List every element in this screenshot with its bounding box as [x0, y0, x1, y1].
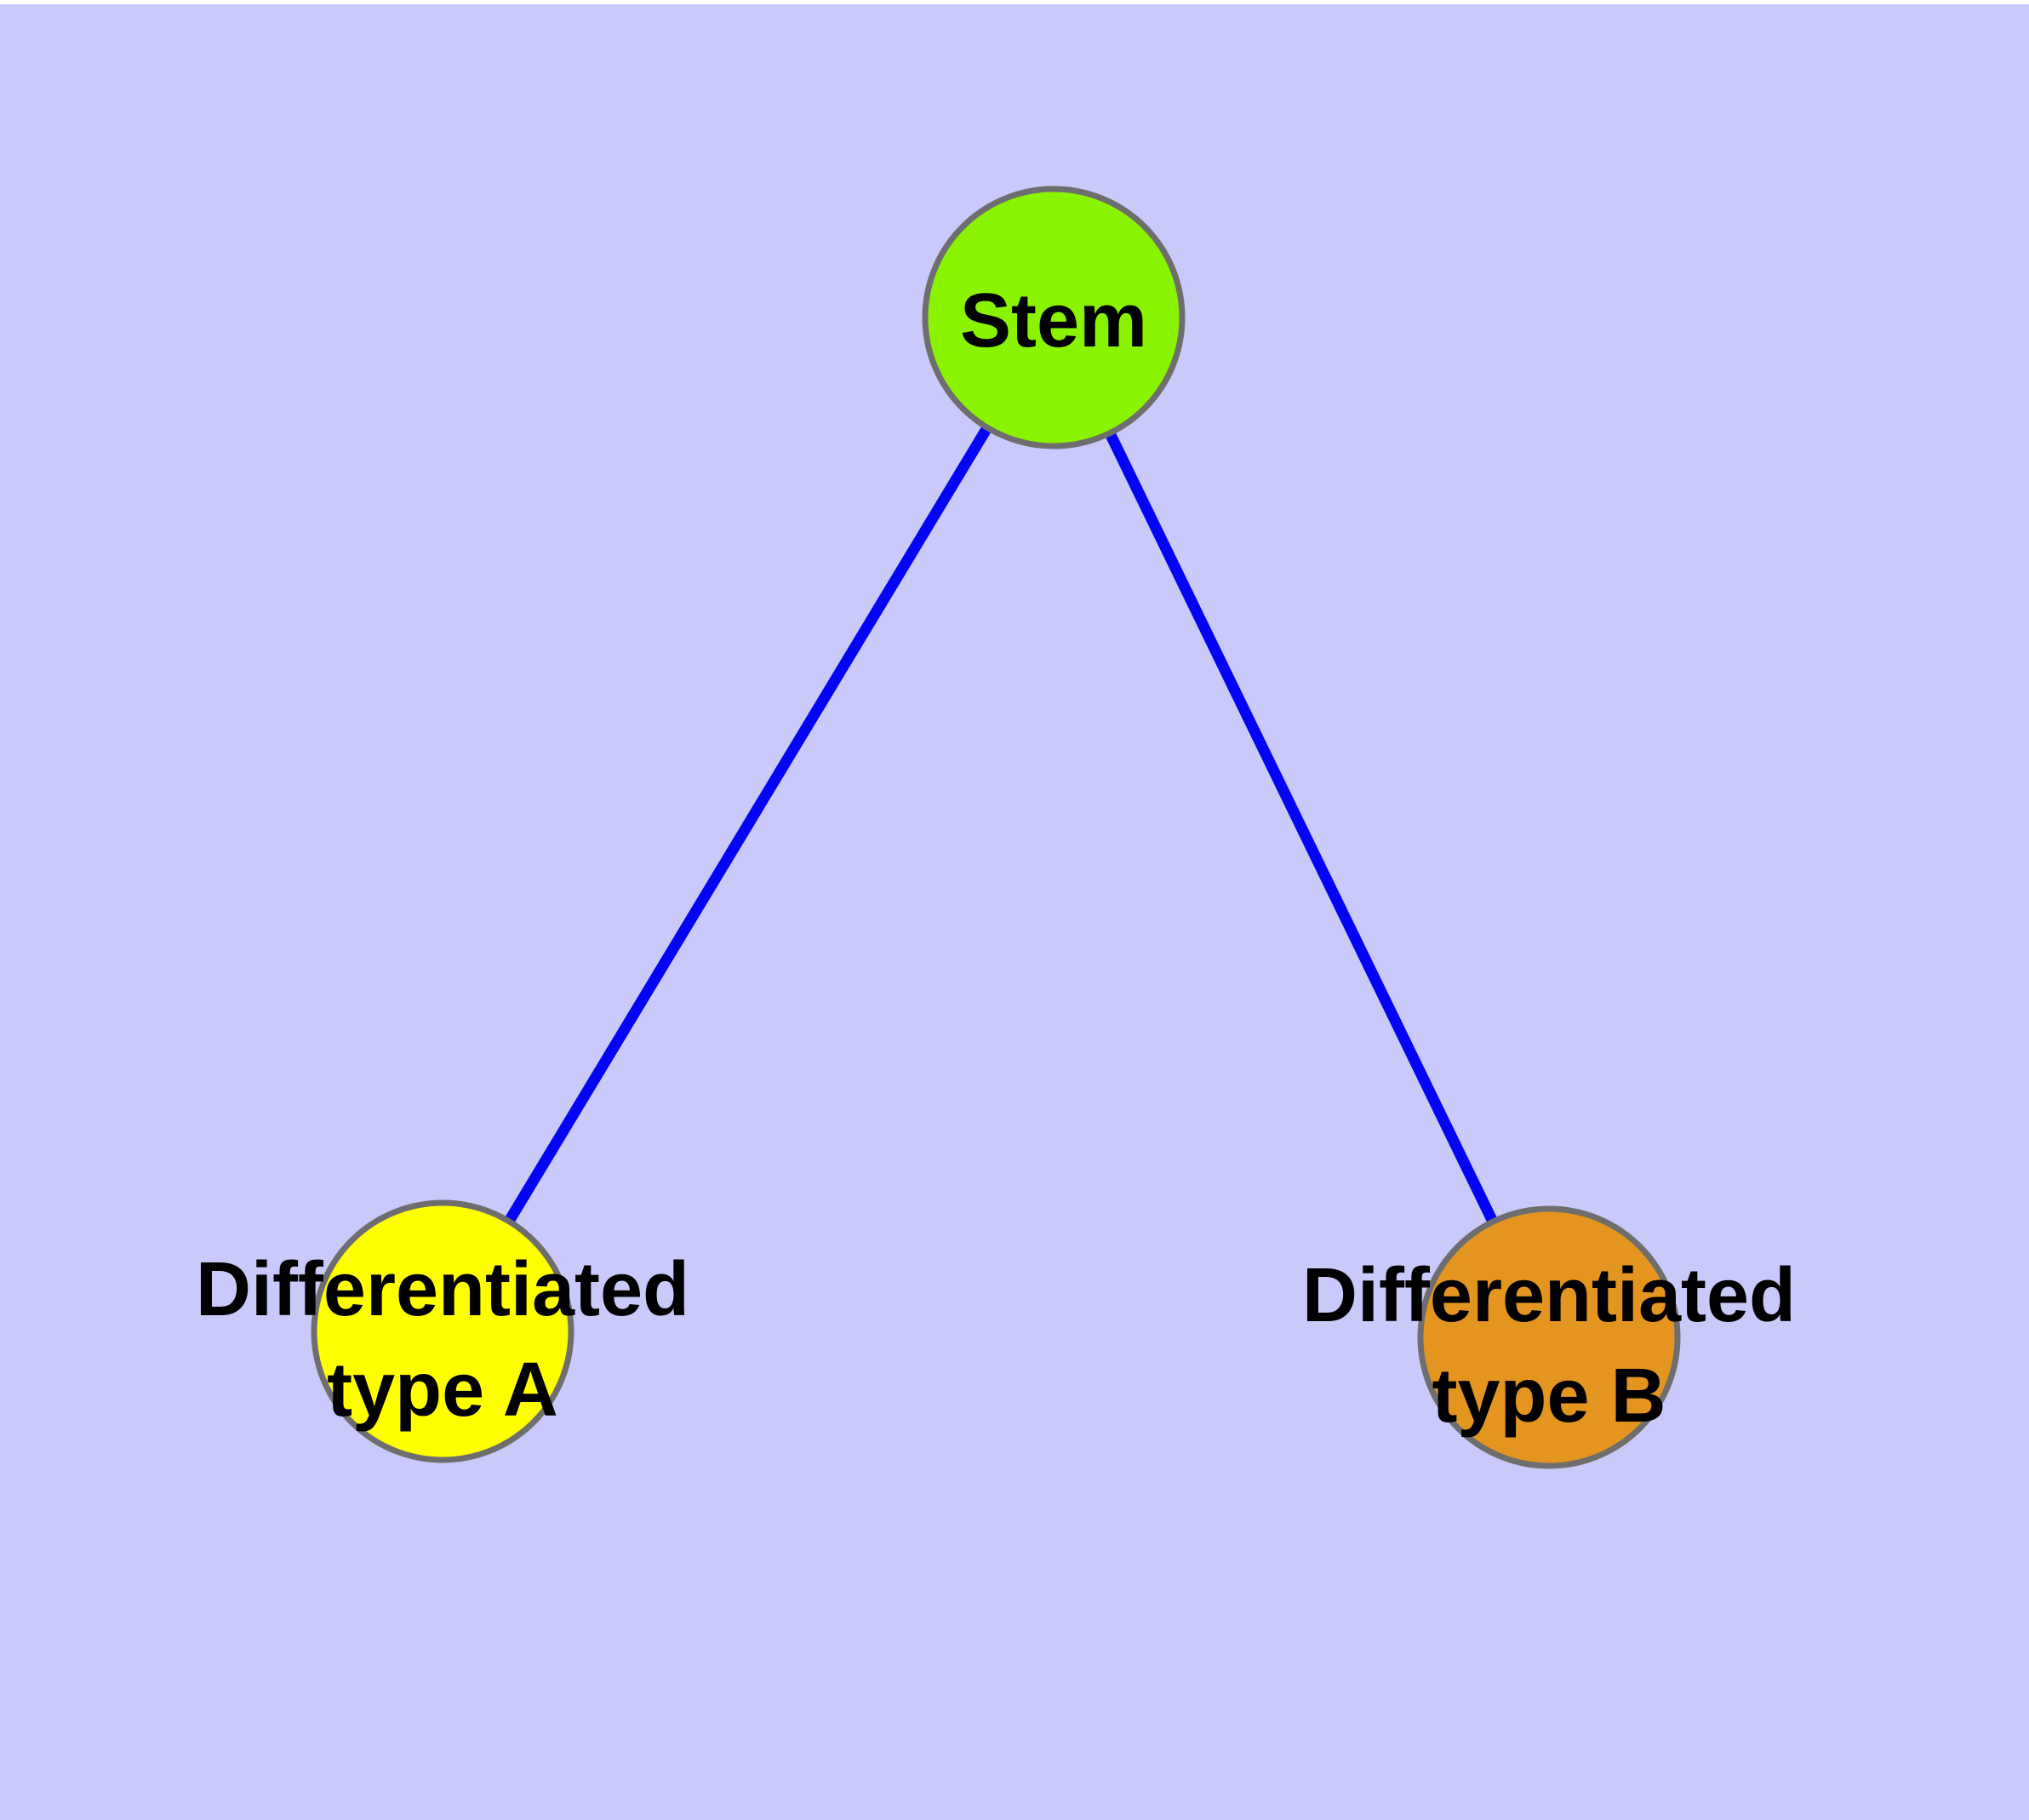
node-type-a-circle: [311, 1199, 574, 1463]
node-type-b-label-line1: Differentiated: [1302, 1253, 1796, 1338]
edge-stem-to-type-b: [1049, 315, 1554, 1340]
node-type-a-label-line2: type A: [327, 1348, 558, 1433]
node-type-b-circle: [1417, 1205, 1681, 1469]
node-type-a-label-line1: Differentiated: [196, 1247, 689, 1332]
node-stem-circle: [922, 186, 1186, 449]
node-stem-label: Stem: [960, 278, 1147, 363]
node-type-b-label-line2: type B: [1432, 1354, 1666, 1439]
edge-stem-to-type-a: [437, 314, 1059, 1335]
